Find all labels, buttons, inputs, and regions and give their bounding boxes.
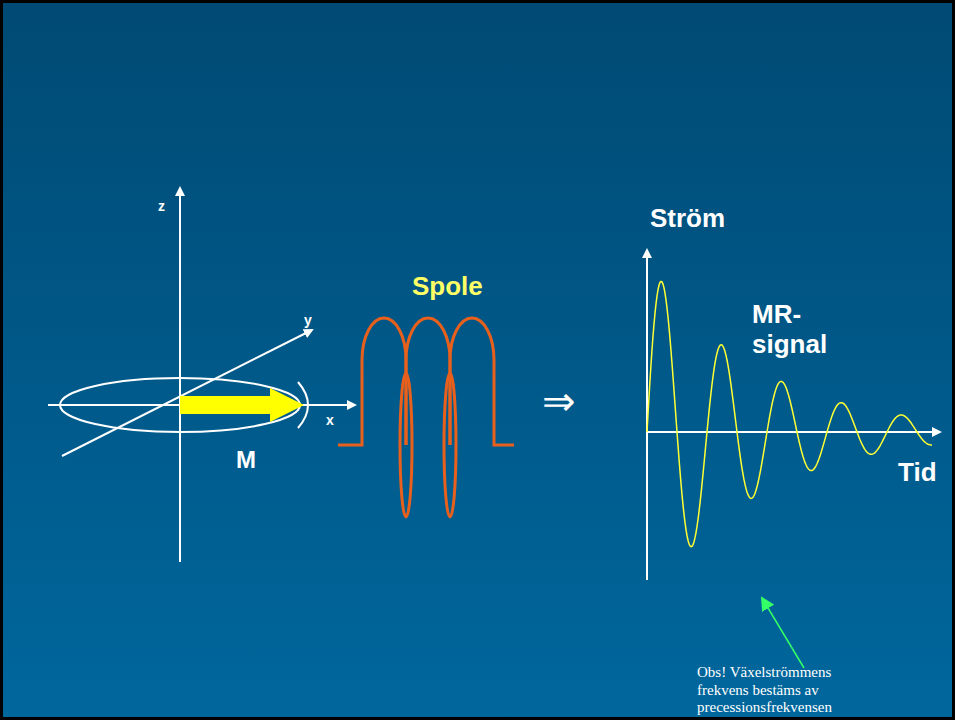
vector-label: M (236, 446, 256, 474)
graph-axes (647, 250, 940, 580)
signal-label: MR- signal (752, 300, 827, 360)
coil-label: Spole (412, 272, 483, 302)
coil (338, 318, 514, 517)
axis-label: z (158, 198, 165, 214)
note-text: Obs! Växelströmmens frekvens bestäms av … (697, 664, 877, 716)
axis-title: Ström (650, 204, 725, 234)
implies-symbol: ⇒ (542, 378, 576, 424)
axis-label: x (326, 412, 334, 428)
leader-arrow (762, 598, 804, 668)
magnetization-vector (180, 388, 304, 422)
axes (48, 188, 355, 562)
axis-label: y (304, 312, 312, 328)
mr-signal-curve (647, 281, 932, 546)
axis-title: Tid (898, 458, 937, 488)
